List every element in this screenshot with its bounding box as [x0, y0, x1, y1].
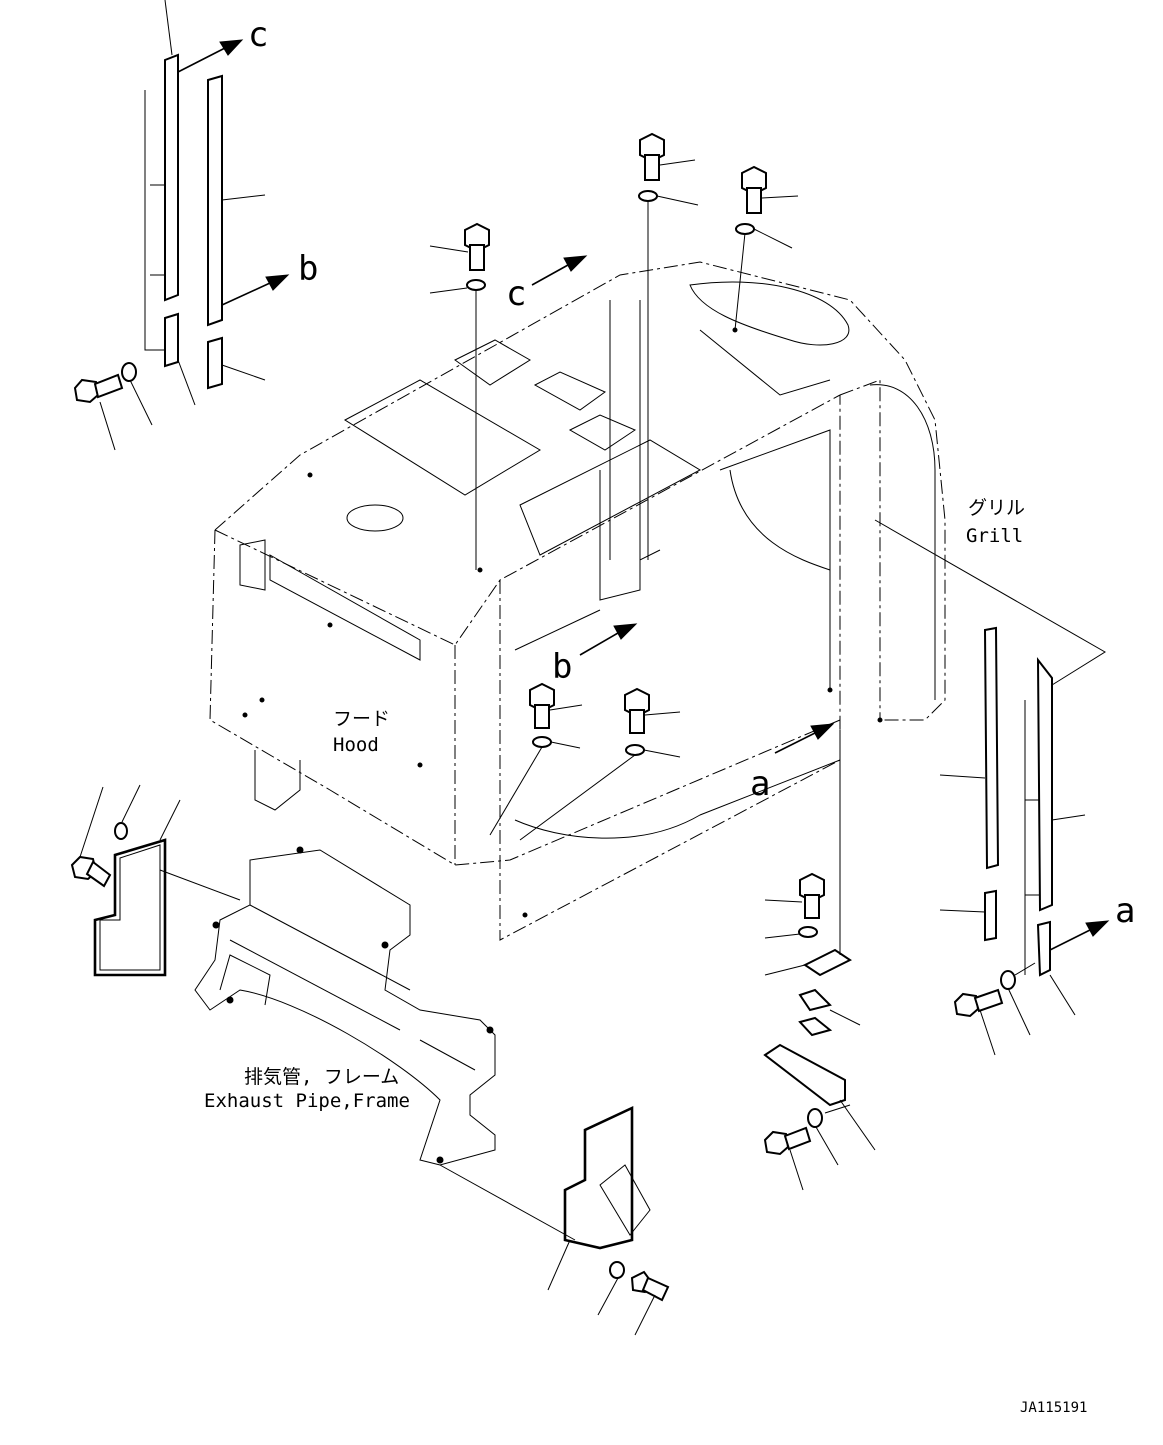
grill-label-jp: グリル: [968, 497, 1025, 519]
bolt-left-top: [73, 362, 153, 451]
callout-b-mid: b: [552, 647, 572, 687]
arrows: [177, 39, 1110, 951]
drawing-id: JA115191: [1020, 1400, 1087, 1416]
grill-label-en: Grill: [966, 525, 1023, 547]
left-cover-plate: [93, 838, 241, 977]
lower-center-cover: [439, 1105, 651, 1250]
bolt-top-3: [429, 222, 490, 570]
lower-right-brackets: [763, 730, 876, 1151]
bolt-right-grill: [953, 962, 1036, 1056]
callout-a-right: a: [1115, 891, 1135, 931]
arrow-c-top: [177, 39, 244, 73]
bolt-mid-2: [519, 687, 681, 841]
arrow-c-mid: [531, 255, 588, 286]
exhaust-label-en: Exhaust Pipe,Frame: [204, 1090, 410, 1112]
bolt-left-bottom: [70, 784, 181, 888]
hood-assembly: [209, 261, 946, 941]
arrow-a-mid: [774, 723, 835, 754]
hood-label-en: Hood: [333, 734, 379, 756]
bolt-top-1: [638, 132, 699, 560]
bolt-right-1: [764, 872, 825, 939]
left-grill-strips: [144, 0, 266, 406]
hood-label-jp: フード: [333, 708, 390, 730]
arrow-b-top: [221, 274, 290, 306]
bolt-top-2: [734, 165, 799, 331]
callout-c-mid: c: [506, 274, 526, 314]
exhaust-label-jp: 排気管, フレーム: [244, 1066, 399, 1088]
bolt-lower-right: [763, 1104, 851, 1191]
right-grill-strips: [874, 519, 1106, 1016]
callout-b-top: b: [298, 249, 318, 289]
labels: c b c b a a フード Hood グリル Grill 排気管, フレーム…: [204, 15, 1135, 1416]
bolts: [70, 132, 1036, 1336]
exhaust-frame: [194, 846, 496, 1166]
arrow-a-right: [1049, 920, 1110, 951]
arrow-b-mid: [579, 623, 638, 656]
callout-a-mid: a: [750, 764, 770, 804]
callout-c-top: c: [248, 15, 268, 55]
bolt-lower-center: [547, 1239, 670, 1336]
bolt-mid-1: [489, 682, 583, 836]
